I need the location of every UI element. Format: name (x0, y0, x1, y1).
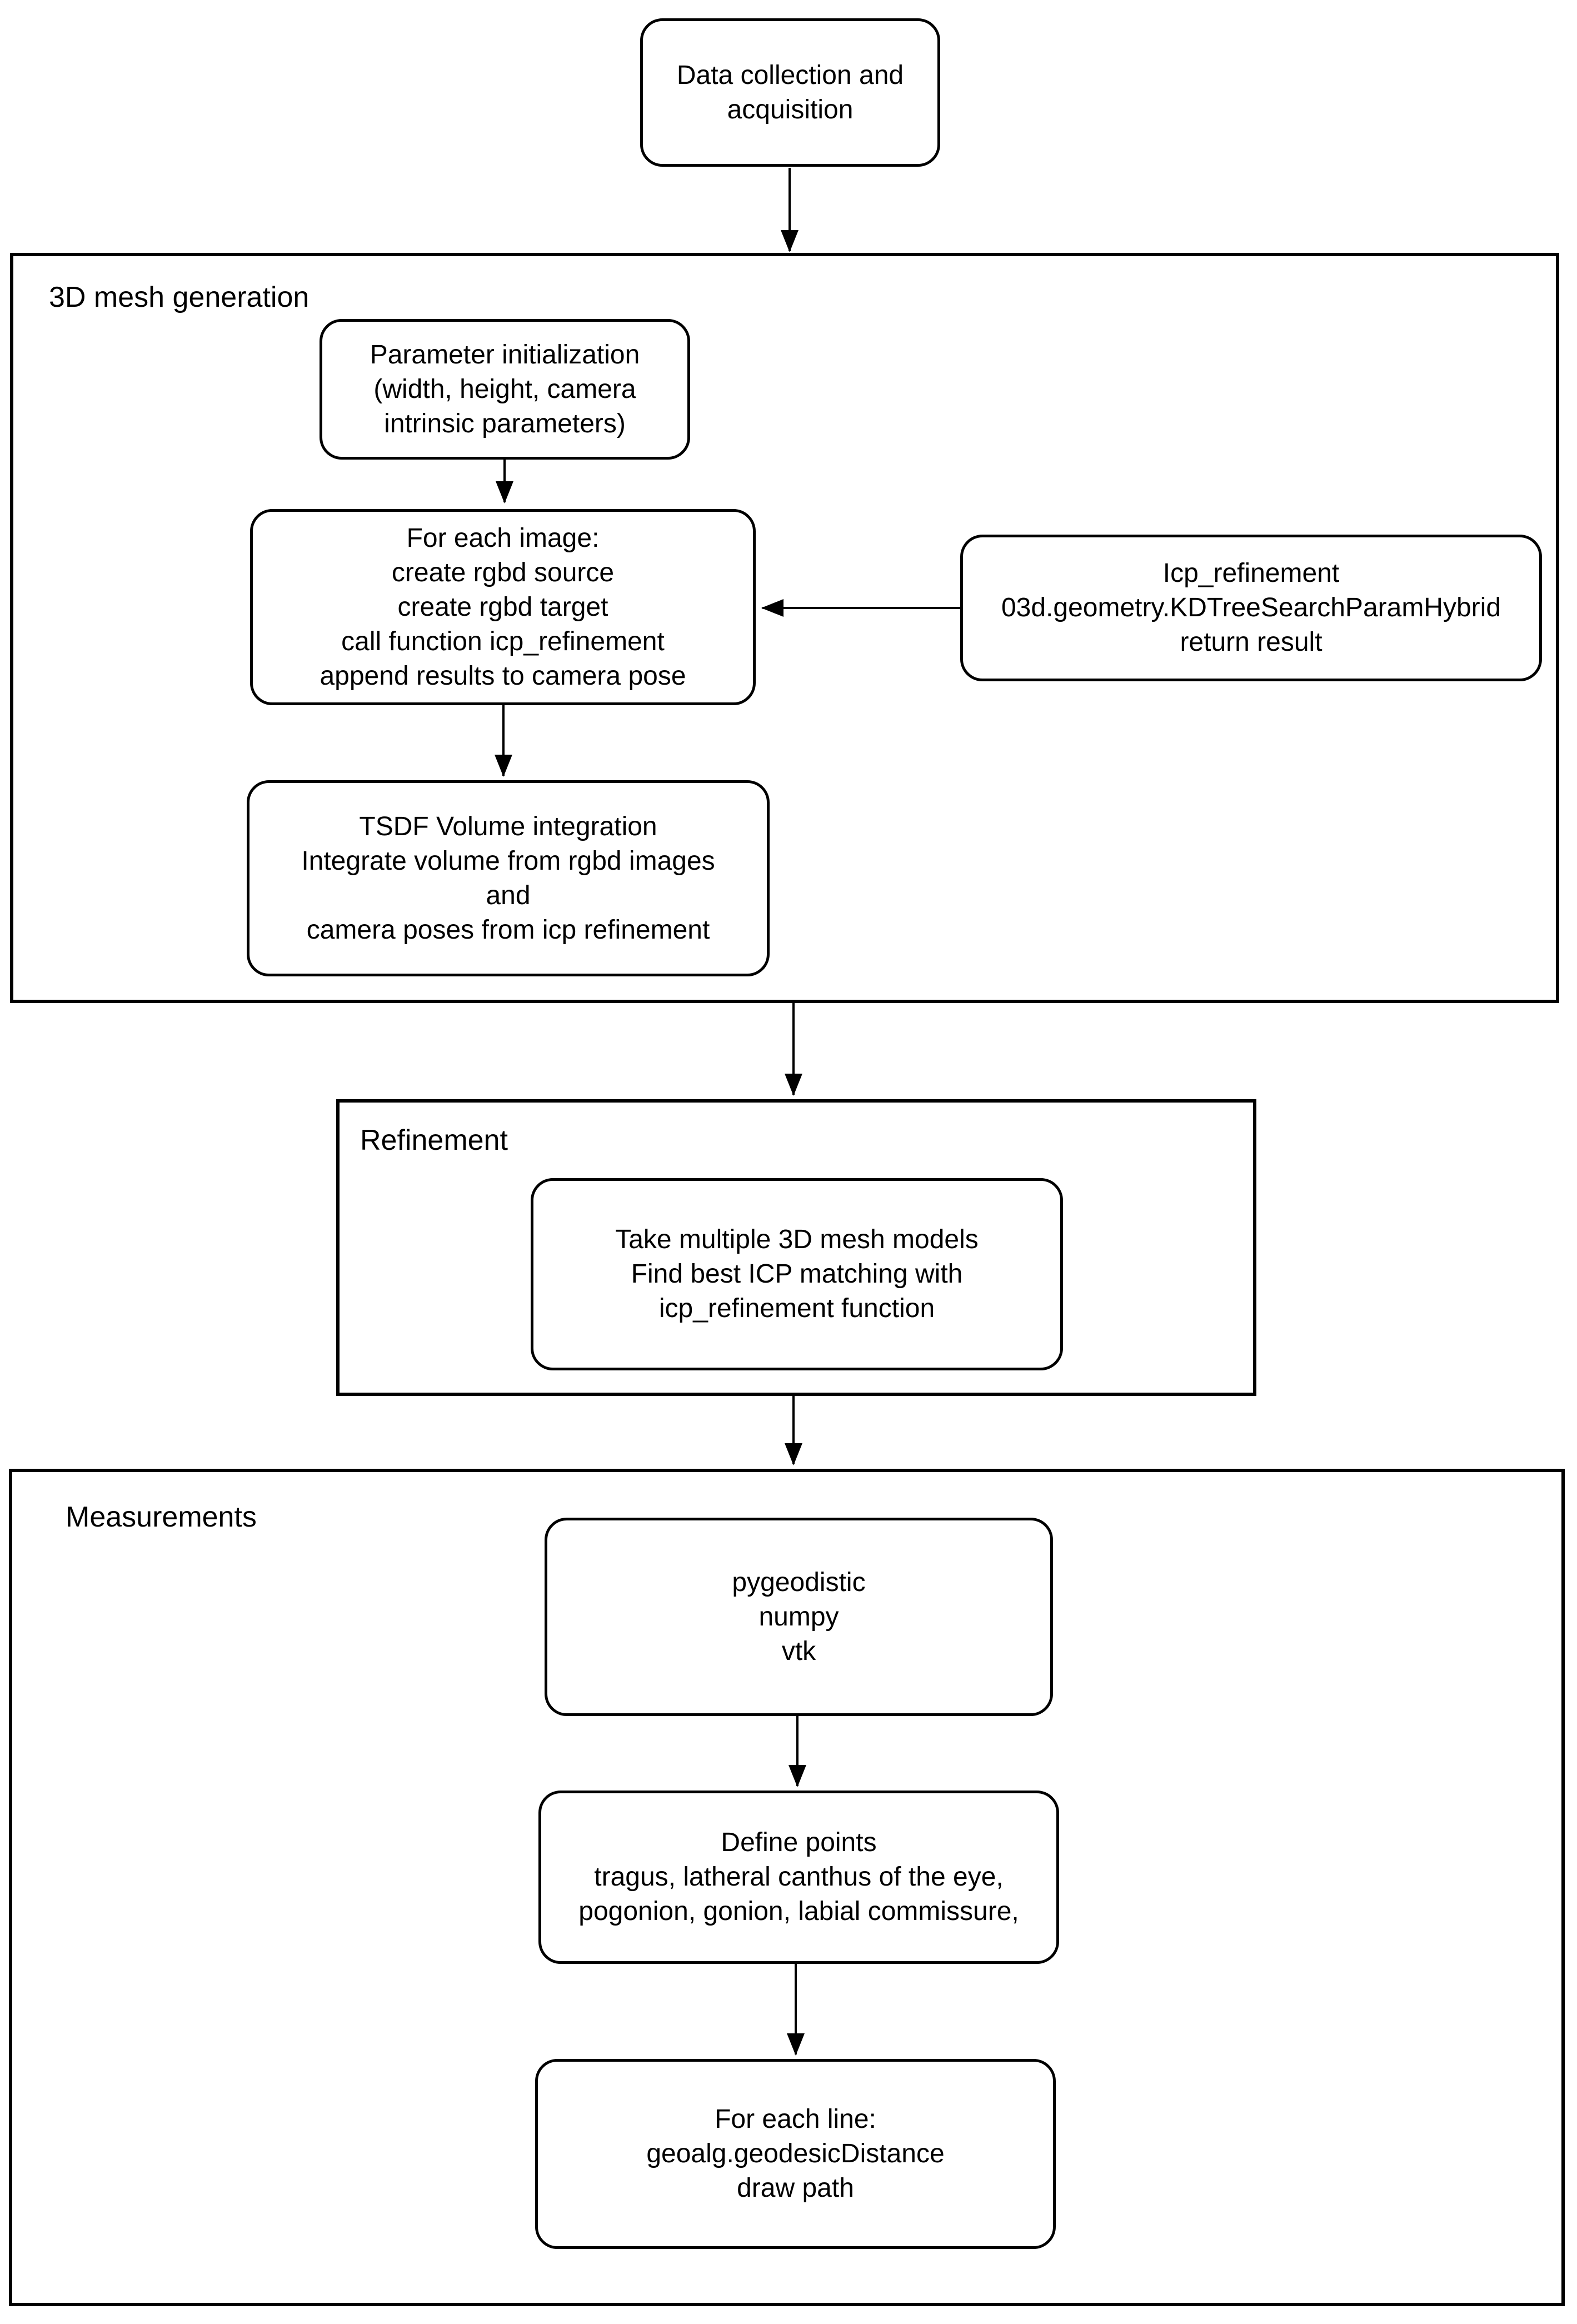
node-data-collection: Data collection and acquisition (640, 18, 940, 167)
container-3d-mesh-generation-label: 3D mesh generation (49, 281, 310, 313)
container-refinement (336, 1099, 1256, 1396)
node-for-each-image-label: For each image: create rgbd source creat… (320, 523, 686, 691)
node-tsdf-volume-integration: TSDF Volume integration Integrate volume… (247, 780, 770, 976)
node-pygeodistic-libraries: pygeodistic numpy vtk (545, 1518, 1053, 1716)
container-refinement-label: Refinement (360, 1124, 508, 1156)
node-define-points-label: Define points tragus, latheral canthus o… (578, 1828, 1019, 1926)
node-parameter-initialization-label: Parameter initialization (width, height,… (370, 340, 640, 438)
node-icp-refinement-label: Icp_refinement 03d.geometry.KDTreeSearch… (1001, 558, 1501, 657)
node-for-each-image: For each image: create rgbd source creat… (250, 509, 756, 705)
node-pygeodistic-libraries-label: pygeodistic numpy vtk (732, 1567, 866, 1666)
node-data-collection-label: Data collection and acquisition (676, 60, 904, 124)
node-parameter-initialization: Parameter initialization (width, height,… (320, 319, 690, 460)
container-measurements (9, 1469, 1565, 2306)
node-for-each-line-label: For each line: geoalg.geodesicDistance d… (646, 2104, 945, 2203)
node-take-multiple-meshes: Take multiple 3D mesh models Find best I… (531, 1178, 1063, 1370)
container-measurements-label: Measurements (66, 1501, 257, 1533)
node-icp-refinement: Icp_refinement 03d.geometry.KDTreeSearch… (960, 535, 1542, 681)
node-define-points: Define points tragus, latheral canthus o… (538, 1791, 1059, 1964)
node-take-multiple-meshes-label: Take multiple 3D mesh models Find best I… (615, 1225, 979, 1323)
container-3d-mesh-generation (10, 253, 1559, 1003)
node-for-each-line: For each line: geoalg.geodesicDistance d… (535, 2059, 1056, 2249)
node-tsdf-volume-integration-label: TSDF Volume integration Integrate volume… (301, 811, 715, 945)
